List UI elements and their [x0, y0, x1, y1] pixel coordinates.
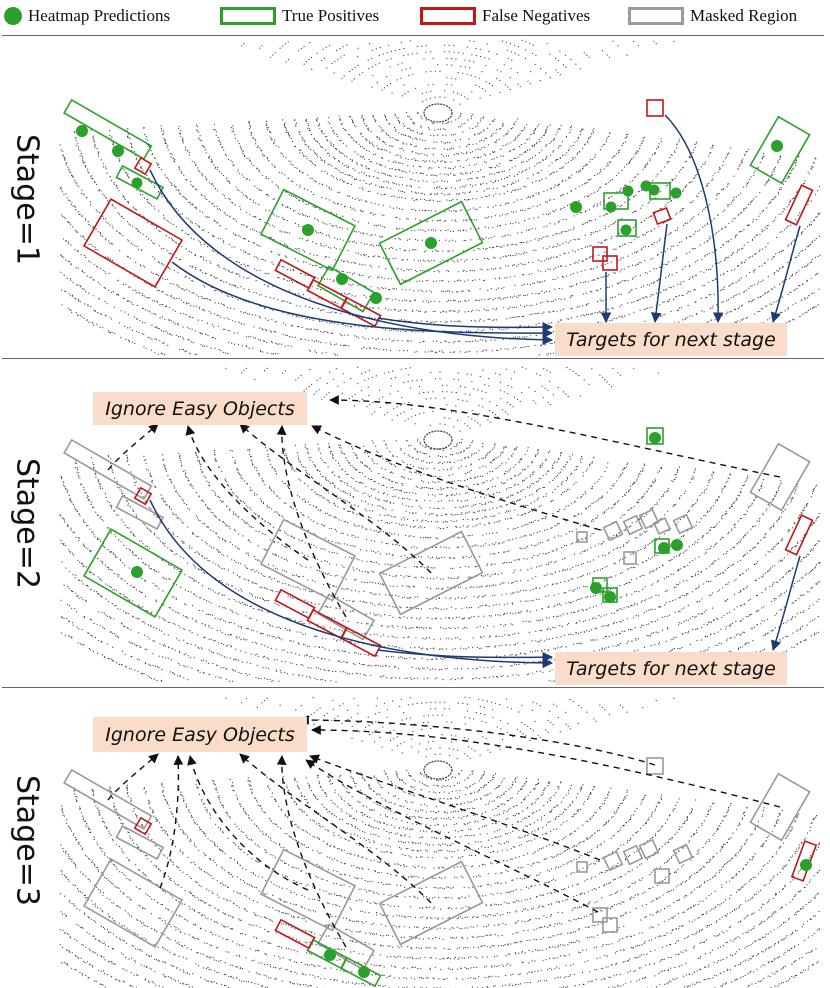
arrow — [773, 556, 800, 650]
tp-box — [318, 266, 374, 311]
heatmap-dot — [621, 225, 632, 236]
arrow — [172, 262, 552, 333]
heatmap-dot — [649, 185, 660, 196]
fn-box — [603, 256, 617, 270]
heatmap-dot — [604, 591, 616, 603]
fn-box — [647, 100, 663, 116]
heatmap-dot — [671, 539, 683, 551]
fn-box — [653, 208, 670, 224]
heatmap-dot — [570, 201, 582, 213]
stage-1-panel — [60, 40, 821, 356]
heatmap-dot — [132, 178, 143, 189]
heatmap-dot — [800, 859, 812, 871]
masked-box — [84, 859, 182, 947]
stage-1-targets-note: Targets for next stage — [555, 323, 787, 356]
stage-1-false-negatives — [84, 100, 812, 326]
masked-box — [647, 758, 663, 774]
dashed-arrow — [108, 754, 158, 800]
heatmap-dot — [771, 140, 783, 152]
dashed-arrow — [310, 756, 600, 860]
stage-3-false-negatives — [135, 818, 816, 948]
heatmap-dot — [324, 949, 336, 961]
masked-box — [603, 918, 617, 932]
stage-1-heatmap-predictions — [76, 125, 783, 304]
dashed-arrow — [108, 424, 158, 470]
heatmap-dot — [623, 186, 634, 197]
heatmap-dot — [112, 145, 124, 157]
fn-box — [84, 199, 182, 287]
heatmap-dot — [649, 432, 661, 444]
masked-box — [577, 862, 587, 872]
heatmap-dot — [131, 566, 143, 578]
fn-box — [786, 515, 813, 555]
stage-2-arrows — [150, 500, 800, 663]
stage-1-true-positives — [64, 100, 809, 312]
arrow — [655, 224, 667, 322]
stage-3-ignore-note: Ignore Easy Objects — [93, 717, 307, 752]
masked-box — [674, 845, 693, 864]
dashed-arrow — [160, 756, 178, 888]
dashed-arrow — [190, 756, 308, 890]
heatmap-dot — [671, 188, 682, 199]
fn-box — [275, 260, 314, 288]
stage-3-masked-regions — [64, 758, 809, 970]
masked-box — [624, 552, 636, 564]
arrow — [150, 170, 552, 340]
heatmap-dot — [590, 582, 602, 594]
stage-1-point-cloud — [60, 40, 821, 356]
dashed-arrow — [282, 756, 346, 947]
dashed-arrow — [330, 400, 780, 477]
heatmap-dot — [425, 237, 437, 249]
heatmap-dot — [358, 966, 370, 978]
stage-3-ignore-arrows — [108, 720, 780, 947]
arrow — [150, 500, 552, 663]
masked-box — [604, 522, 623, 541]
fn-box — [786, 185, 813, 225]
fn-box — [593, 247, 607, 261]
stage-2-false-negatives — [135, 488, 813, 656]
stage-2-targets-note: Targets for next stage — [555, 652, 787, 685]
heatmap-dot — [370, 292, 382, 304]
fn-box — [135, 158, 151, 174]
fn-box — [275, 590, 314, 618]
dashed-arrow — [312, 730, 780, 807]
heatmap-dot — [76, 125, 88, 137]
masked-box — [640, 840, 659, 859]
dashed-arrow — [306, 760, 598, 912]
heatmap-dot — [606, 202, 617, 213]
masked-box — [654, 518, 670, 534]
stage-2-ignore-note: Ignore Easy Objects — [93, 392, 307, 425]
masked-box — [604, 852, 623, 871]
heatmap-dot — [658, 542, 670, 554]
stage-3-heatmap-predictions — [324, 859, 812, 978]
heatmap-dot — [336, 273, 348, 285]
heatmap-dot — [302, 224, 314, 236]
stage-3-true-positives — [307, 940, 380, 986]
